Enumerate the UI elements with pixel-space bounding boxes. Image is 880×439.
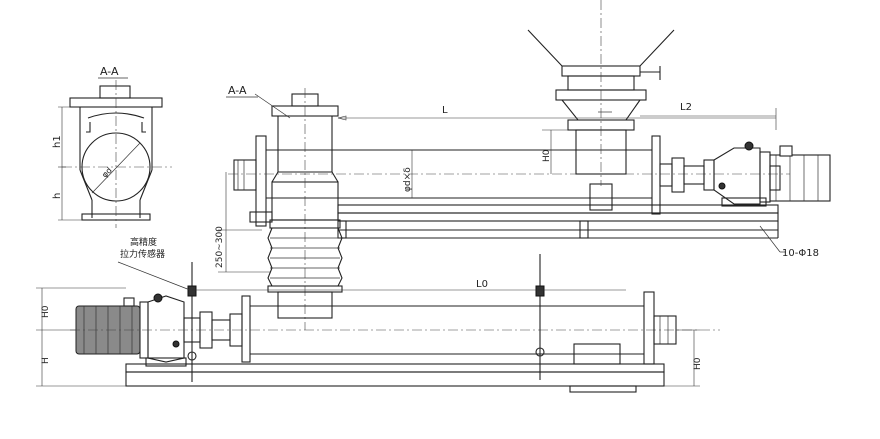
H0-right-dimension-label: H0 <box>693 357 703 370</box>
range-250-300-label: 250~300 <box>215 226 225 268</box>
L-dimension-label: L <box>442 105 448 116</box>
lower-dimensions <box>36 287 700 387</box>
sensor-label-line1: 高精度 <box>130 236 157 248</box>
section-aa-top-label: A-A <box>100 65 119 78</box>
upper-dimensions <box>218 93 786 273</box>
h1-dimension-label: h1 <box>52 135 63 148</box>
phi-d-delta-label: φd×δ <box>403 167 413 192</box>
H0-left-dimension-label: H0 <box>41 305 51 318</box>
L2-dimension-label: L2 <box>680 102 692 113</box>
section-aa-detail <box>58 80 172 228</box>
h-dimension-label: h <box>52 193 63 199</box>
section-aa-left-label: A-A <box>228 84 247 97</box>
H0-top-dimension-label: H0 <box>542 149 552 162</box>
upper-conveyor <box>228 0 831 330</box>
H-dimension-label: H <box>41 357 51 364</box>
holes-spec-label: 10-Φ18 <box>782 248 819 259</box>
bellows-connector <box>267 219 343 319</box>
L0-dimension-label: L0 <box>476 279 488 290</box>
lower-conveyor <box>70 254 720 393</box>
phi-d-small-label: φd <box>100 166 114 180</box>
sensor-label-line2: 拉力传感器 <box>120 248 165 260</box>
